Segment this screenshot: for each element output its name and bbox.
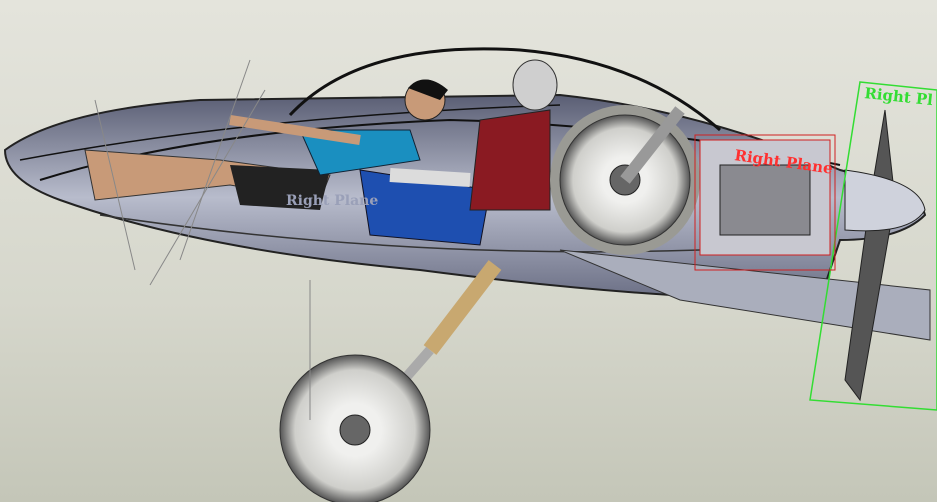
propeller — [844, 109, 896, 402]
canopy-frame — [288, 47, 721, 132]
pilot-figure — [84, 79, 491, 246]
spinner — [844, 169, 926, 232]
right-plane-green — [809, 81, 937, 411]
right-plane-red — [694, 134, 836, 271]
passenger-figure — [389, 59, 558, 211]
wing — [559, 249, 931, 341]
sketch-lines — [94, 59, 311, 420]
right-plane-label-faint: Right Plane — [286, 193, 378, 209]
main-wheel — [550, 105, 700, 255]
nose-gear — [279, 260, 502, 502]
